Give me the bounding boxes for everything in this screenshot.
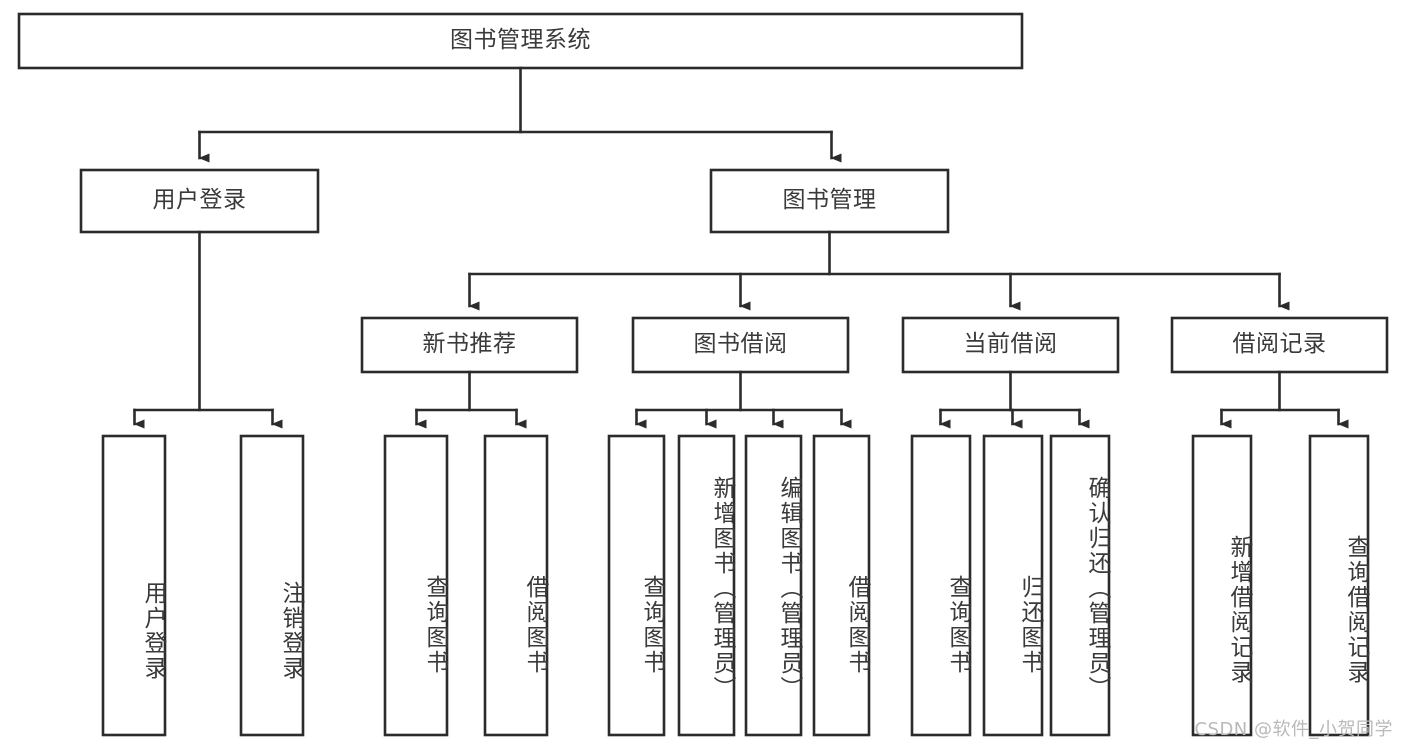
connector-currentborrow-to-leaves [939,370,1090,429]
node-box-leaf-confirm-return-admin[interactable] [1049,434,1111,737]
node-box-leaf-borrow-book-recommend[interactable] [483,434,549,737]
connector-newbook-to-leaves [415,370,527,429]
connector-root-to-level1 [198,66,842,163]
node-box-leaf-add-borrow-record[interactable] [1191,434,1253,737]
connector-bookmgmt-to-level2 [468,230,1290,311]
node-box-leaf-user-login[interactable] [101,434,167,737]
node-box-leaf-edit-book-admin[interactable] [744,434,803,737]
node-box-leaf-query-borrow-record[interactable] [1308,434,1370,737]
csdn-watermark: CSDN @软件_小贺同学 [1194,719,1393,740]
node-box-book-management[interactable] [709,168,950,234]
node-box-root[interactable] [17,12,1024,70]
connector-userlogin-to-leaves [133,230,283,429]
node-box-leaf-logout-login[interactable] [239,434,305,737]
node-box-new-book-recommend[interactable] [360,316,579,374]
node-box-leaf-query-book-current[interactable] [910,434,972,737]
node-box-leaf-query-book-recommend[interactable] [383,434,449,737]
node-box-book-borrow[interactable] [631,316,850,374]
node-box-current-borrow[interactable] [901,316,1120,374]
node-box-leaf-add-book-admin[interactable] [677,434,736,737]
node-box-leaf-query-book-borrow[interactable] [607,434,666,737]
node-box-user-login[interactable] [79,168,320,234]
connector-bookborrow-to-leaves [635,370,852,429]
node-box-borrow-record[interactable] [1170,316,1389,374]
connector-borrowrecord-to-leaves [1220,370,1349,429]
node-box-leaf-borrow-book[interactable] [812,434,871,737]
node-box-leaf-return-book[interactable] [982,434,1044,737]
